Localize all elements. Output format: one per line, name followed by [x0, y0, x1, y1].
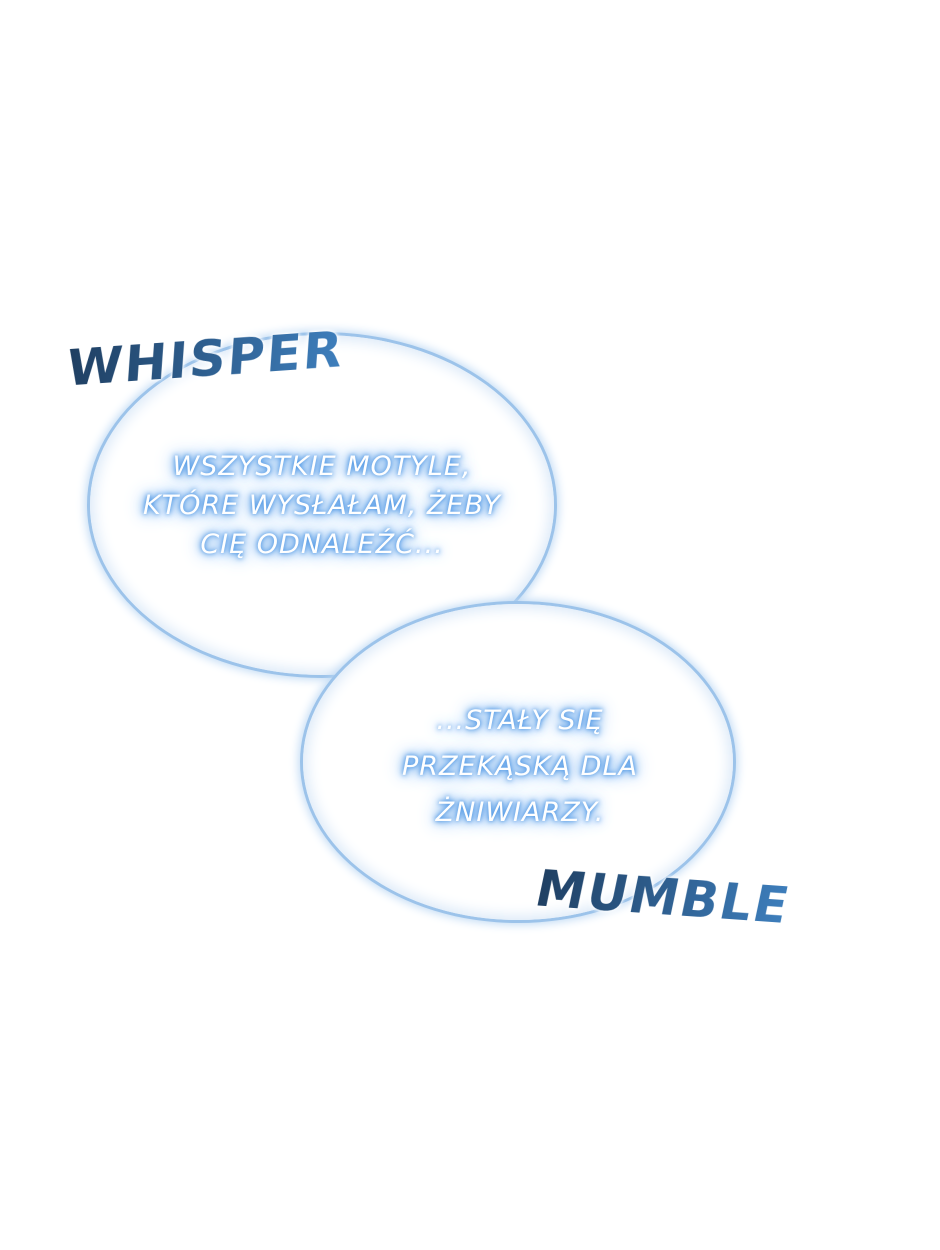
bubble-1-line: KTÓRE WYSŁAŁAM, ŻEBY — [142, 490, 502, 521]
bubble-2-line: PRZEKĄSKĄ DLA — [402, 751, 638, 782]
bubble-1-line: WSZYSTKIE MOTYLE, — [172, 451, 472, 482]
speech-bubble-2 — [303, 604, 733, 920]
bubble-2-text: ...STAŁY SIĘ PRZEKĄSKĄ DLA ŻNIWIARZY. — [360, 698, 680, 836]
bubble-1-line: CIĘ ODNALEŹĆ... — [200, 529, 444, 560]
bubble-2-line: ŻNIWIARZY. — [435, 797, 605, 828]
sfx-mumble: MUMBLE — [530, 859, 796, 935]
bubble-1-text: WSZYSTKIE MOTYLE, KTÓRE WYSŁAŁAM, ŻEBY C… — [122, 447, 522, 564]
bubble-2-line: ...STAŁY SIĘ — [436, 705, 604, 736]
